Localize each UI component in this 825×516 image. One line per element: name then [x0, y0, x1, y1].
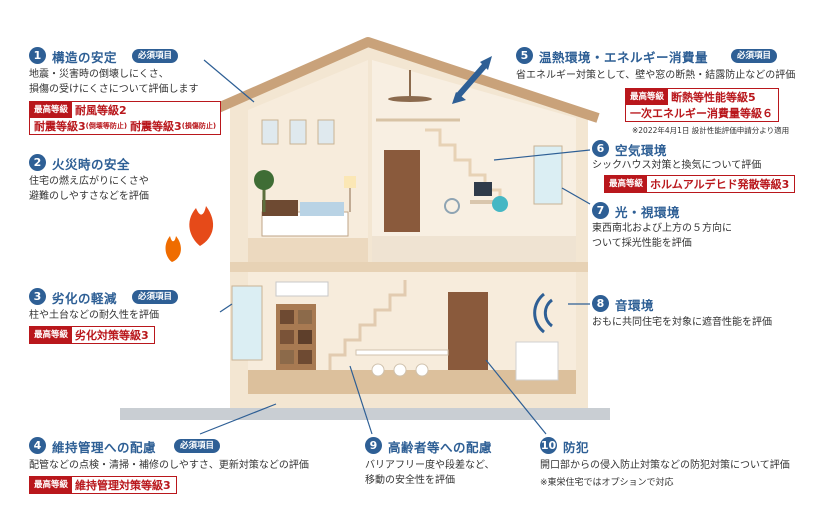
- required-tag: 必須項目: [731, 49, 778, 63]
- item-4-number: 4: [29, 437, 46, 454]
- item-9-desc: バリアフリー度や段差など、: [365, 460, 495, 471]
- grade-text: 耐震等級3: [130, 120, 182, 133]
- item-5-number: 5: [516, 47, 533, 64]
- item-1-title: 構造の安定: [52, 50, 118, 65]
- top-grade-badge: 最高等級: [605, 176, 648, 192]
- item-5-grade: 最高等級断熱等性能等級5 一次エネルギー消費量等級６: [625, 88, 779, 122]
- grade-note: (損傷防止): [181, 122, 217, 130]
- grade-text: 劣化対策等級3: [75, 329, 149, 342]
- required-tag: 必須項目: [132, 290, 179, 304]
- item-2-desc: 避難のしやすさなどを評価: [29, 191, 149, 202]
- top-grade-badge: 最高等級: [30, 102, 73, 118]
- item-7-desc: 東西南北および上方の５方向に: [592, 223, 732, 234]
- top-grade-badge: 最高等級: [30, 477, 73, 493]
- item-9-desc: 移動の安全性を評価: [365, 475, 455, 486]
- window: [289, 119, 307, 145]
- item-7-desc: ついて採光性能を評価: [592, 238, 692, 249]
- item-10-note: ※東栄住宅ではオプションで対応: [540, 478, 674, 488]
- item-8-desc: おもに共同住宅を対象に遮音性能を評価: [592, 317, 772, 328]
- item-2-desc: 住宅の燃え広がりにくさや: [29, 176, 149, 187]
- item-10-desc: 開口部からの侵入防止対策などの防犯対策について評価: [540, 460, 790, 471]
- grade-text: 耐震等級3: [34, 120, 86, 133]
- item-4-title: 維持管理への配慮: [52, 440, 157, 455]
- item-6-grade: 最高等級ホルムアルデヒド発散等級3: [604, 175, 796, 193]
- item-6-desc: シックハウス対策と換気について評価: [592, 160, 762, 171]
- item-4-desc: 配管などの点検・清掃・補修のしやすさ、更新対策などの評価: [29, 460, 309, 471]
- item-2-number: 2: [29, 154, 46, 171]
- top-grade-badge: 最高等級: [626, 89, 669, 105]
- grade-text: 維持管理対策等級3: [75, 479, 171, 492]
- upper-door: [384, 150, 420, 232]
- item-6-number: 6: [592, 140, 609, 157]
- lower-door: [448, 292, 488, 370]
- item-1-desc: 損傷の受けにくさについて評価します: [29, 84, 199, 95]
- roof: [215, 37, 600, 123]
- item-2-title: 火災時の安全: [52, 157, 131, 172]
- item-10-number: 10: [540, 437, 557, 454]
- upper-right-room: [372, 60, 576, 262]
- item-7-number: 7: [592, 202, 609, 219]
- grade-text: 断熱等性能等級5: [671, 91, 756, 104]
- chair-icon: [492, 196, 508, 212]
- sound-wave-icon: [543, 298, 553, 328]
- grade-text: 耐風等級2: [75, 104, 127, 117]
- window: [231, 285, 263, 361]
- double-arrow-icon: [480, 56, 492, 70]
- grade-text: 一次エネルギー消費量等級６: [630, 107, 773, 120]
- monitor-icon: [474, 182, 492, 196]
- item-10-title: 防犯: [563, 440, 590, 455]
- item-1-grade: 最高等級耐風等級2 耐震等級3(倒壊等防止)耐震等級3(損傷防止): [29, 101, 222, 135]
- item-4-grade: 最高等級維持管理対策等級3: [29, 476, 177, 494]
- item-9-title: 高齢者等への配慮: [388, 440, 493, 455]
- cabinet: [515, 341, 559, 381]
- required-tag: 必須項目: [132, 49, 179, 63]
- item-3-number: 3: [29, 288, 46, 305]
- bed-headboard: [262, 200, 298, 216]
- item-5-note: ※2022年4月1日 設計性能評価申請分より適用: [632, 126, 790, 135]
- pillow: [300, 202, 344, 216]
- item-1-number: 1: [29, 47, 46, 64]
- plant-icon: [254, 170, 274, 190]
- item-6-title: 空気環境: [615, 143, 668, 158]
- air-conditioner-icon: [275, 281, 329, 297]
- item-8-number: 8: [592, 295, 609, 312]
- item-7-title: 光・視環境: [615, 205, 681, 220]
- window: [317, 119, 335, 145]
- window: [261, 119, 279, 145]
- fire-icon: [165, 236, 181, 262]
- grade-text: ホルムアルデヒド発散等級3: [650, 178, 790, 191]
- item-5-title: 温熱環境・エネルギー消費量: [539, 50, 709, 65]
- required-tag: 必須項目: [174, 439, 221, 453]
- item-8-title: 音環境: [615, 298, 655, 313]
- item-3-desc: 柱や土台などの耐久性を評価: [29, 310, 159, 321]
- item-5-desc: 省エネルギー対策として、壁や窓の断熱・結露防止などの評価: [516, 70, 796, 81]
- grade-note: (倒壊等防止): [85, 122, 128, 130]
- item-1-desc: 地震・災害時の倒壊しにくさ、: [29, 69, 169, 80]
- item-3-grade: 最高等級劣化対策等級3: [29, 326, 155, 344]
- item-9-number: 9: [365, 437, 382, 454]
- ceiling-fan-icon: [388, 96, 432, 102]
- fire-icon: [189, 206, 214, 246]
- top-grade-badge: 最高等級: [30, 327, 73, 343]
- item-3-title: 劣化の軽減: [52, 291, 118, 306]
